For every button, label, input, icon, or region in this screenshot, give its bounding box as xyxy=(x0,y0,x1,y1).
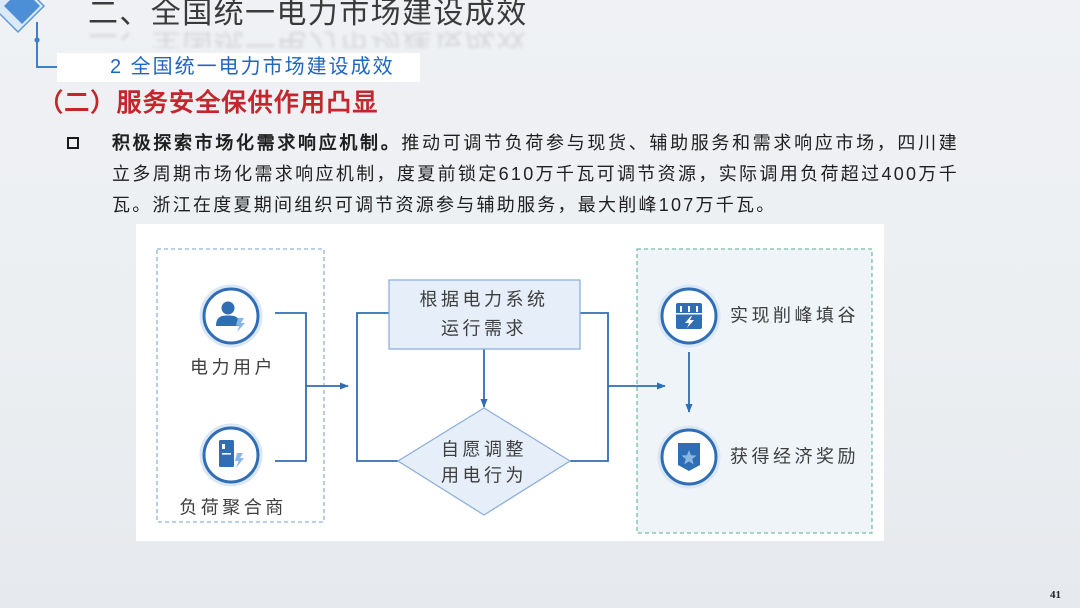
calendar-tab-3 xyxy=(696,306,698,312)
participant-label-load-aggregator: 负荷聚合商 xyxy=(179,498,287,519)
calendar-tab-1 xyxy=(680,306,682,312)
user-lightning-icon xyxy=(199,284,263,348)
star-badge-icon xyxy=(657,425,721,489)
section-subtitle: 2 全国统一电力市场建设成效 xyxy=(110,56,395,78)
user-shoulders xyxy=(216,315,240,326)
user-head xyxy=(221,301,235,315)
subtitle-banner: 2 全国统一电力市场建设成效 xyxy=(57,53,420,82)
icon-halo xyxy=(199,284,263,348)
bullet-lead: 积极探索市场化需求响应机制。 xyxy=(112,133,402,153)
lightning-bolt xyxy=(235,453,244,468)
outcome-label-peak-shaving: 实现削峰填谷 xyxy=(730,306,859,327)
outcome-label-economic-reward: 获得经济奖励 xyxy=(730,447,859,468)
badge-star xyxy=(681,450,697,465)
trigger-node-line-2: 运行需求 xyxy=(441,319,527,340)
calendar-tab-2 xyxy=(688,306,690,312)
icon-halo xyxy=(657,284,721,348)
icon-halo xyxy=(199,423,263,487)
page-number: 41 xyxy=(1050,589,1061,601)
decision-node: 自愿调整 用电行为 xyxy=(396,407,572,516)
trigger-node-box xyxy=(388,279,581,350)
decision-node-line-1: 自愿调整 xyxy=(441,440,527,461)
trigger-node-line-1: 根据电力系统 xyxy=(420,290,549,311)
participant-label-power-user: 电力用户 xyxy=(190,358,276,379)
demand-response-flowchart: 根据电力系统 运行需求 自愿调整 用电行为 电力用户 xyxy=(156,248,873,534)
inner-diamond xyxy=(4,0,40,24)
decision-node-line-2: 用电行为 xyxy=(441,466,527,487)
calendar-divider xyxy=(676,313,702,315)
diagram-image: 根据电力系统 运行需求 自愿调整 用电行为 电力用户 xyxy=(136,224,884,541)
peak-calendar-icon xyxy=(657,284,721,348)
trigger-node: 根据电力系统 运行需求 xyxy=(388,279,581,350)
section-heading: （二）服务安全保供作用凸显 xyxy=(38,89,379,117)
calendar-body xyxy=(676,303,702,329)
process-left-bracket xyxy=(356,312,398,462)
decision-node-diamond xyxy=(396,407,572,516)
icon-halo xyxy=(657,425,721,489)
building-lightning-icon xyxy=(199,423,263,487)
process-right-bracket xyxy=(570,312,609,462)
lightning-bolt xyxy=(236,318,245,332)
participants-bracket-connector xyxy=(275,312,307,462)
page-title: 二、全国统一电力市场建设成效 xyxy=(88,0,528,30)
bullet-paragraph: 积极探索市场化需求响应机制。推动可调节负荷参与现货、辅助服务和需求响应市场，四川… xyxy=(112,128,959,221)
building-window xyxy=(222,444,225,449)
corner-diamond-decoration xyxy=(0,0,60,68)
lightning-bolt xyxy=(685,316,694,328)
hollow-square-bullet-icon xyxy=(67,137,79,149)
page-title-reflection: 二、全国统一电力市场建设成效 xyxy=(88,28,528,48)
deco-node xyxy=(34,37,40,43)
page-title-reflection-text: 二、全国统一电力市场建设成效 xyxy=(88,28,528,48)
building-stripe xyxy=(222,453,231,455)
bullet-body: 推动可调节负荷参与现货、辅助服务和需求响应市场，四川建立多周期市场化需求响应机制… xyxy=(112,133,960,215)
